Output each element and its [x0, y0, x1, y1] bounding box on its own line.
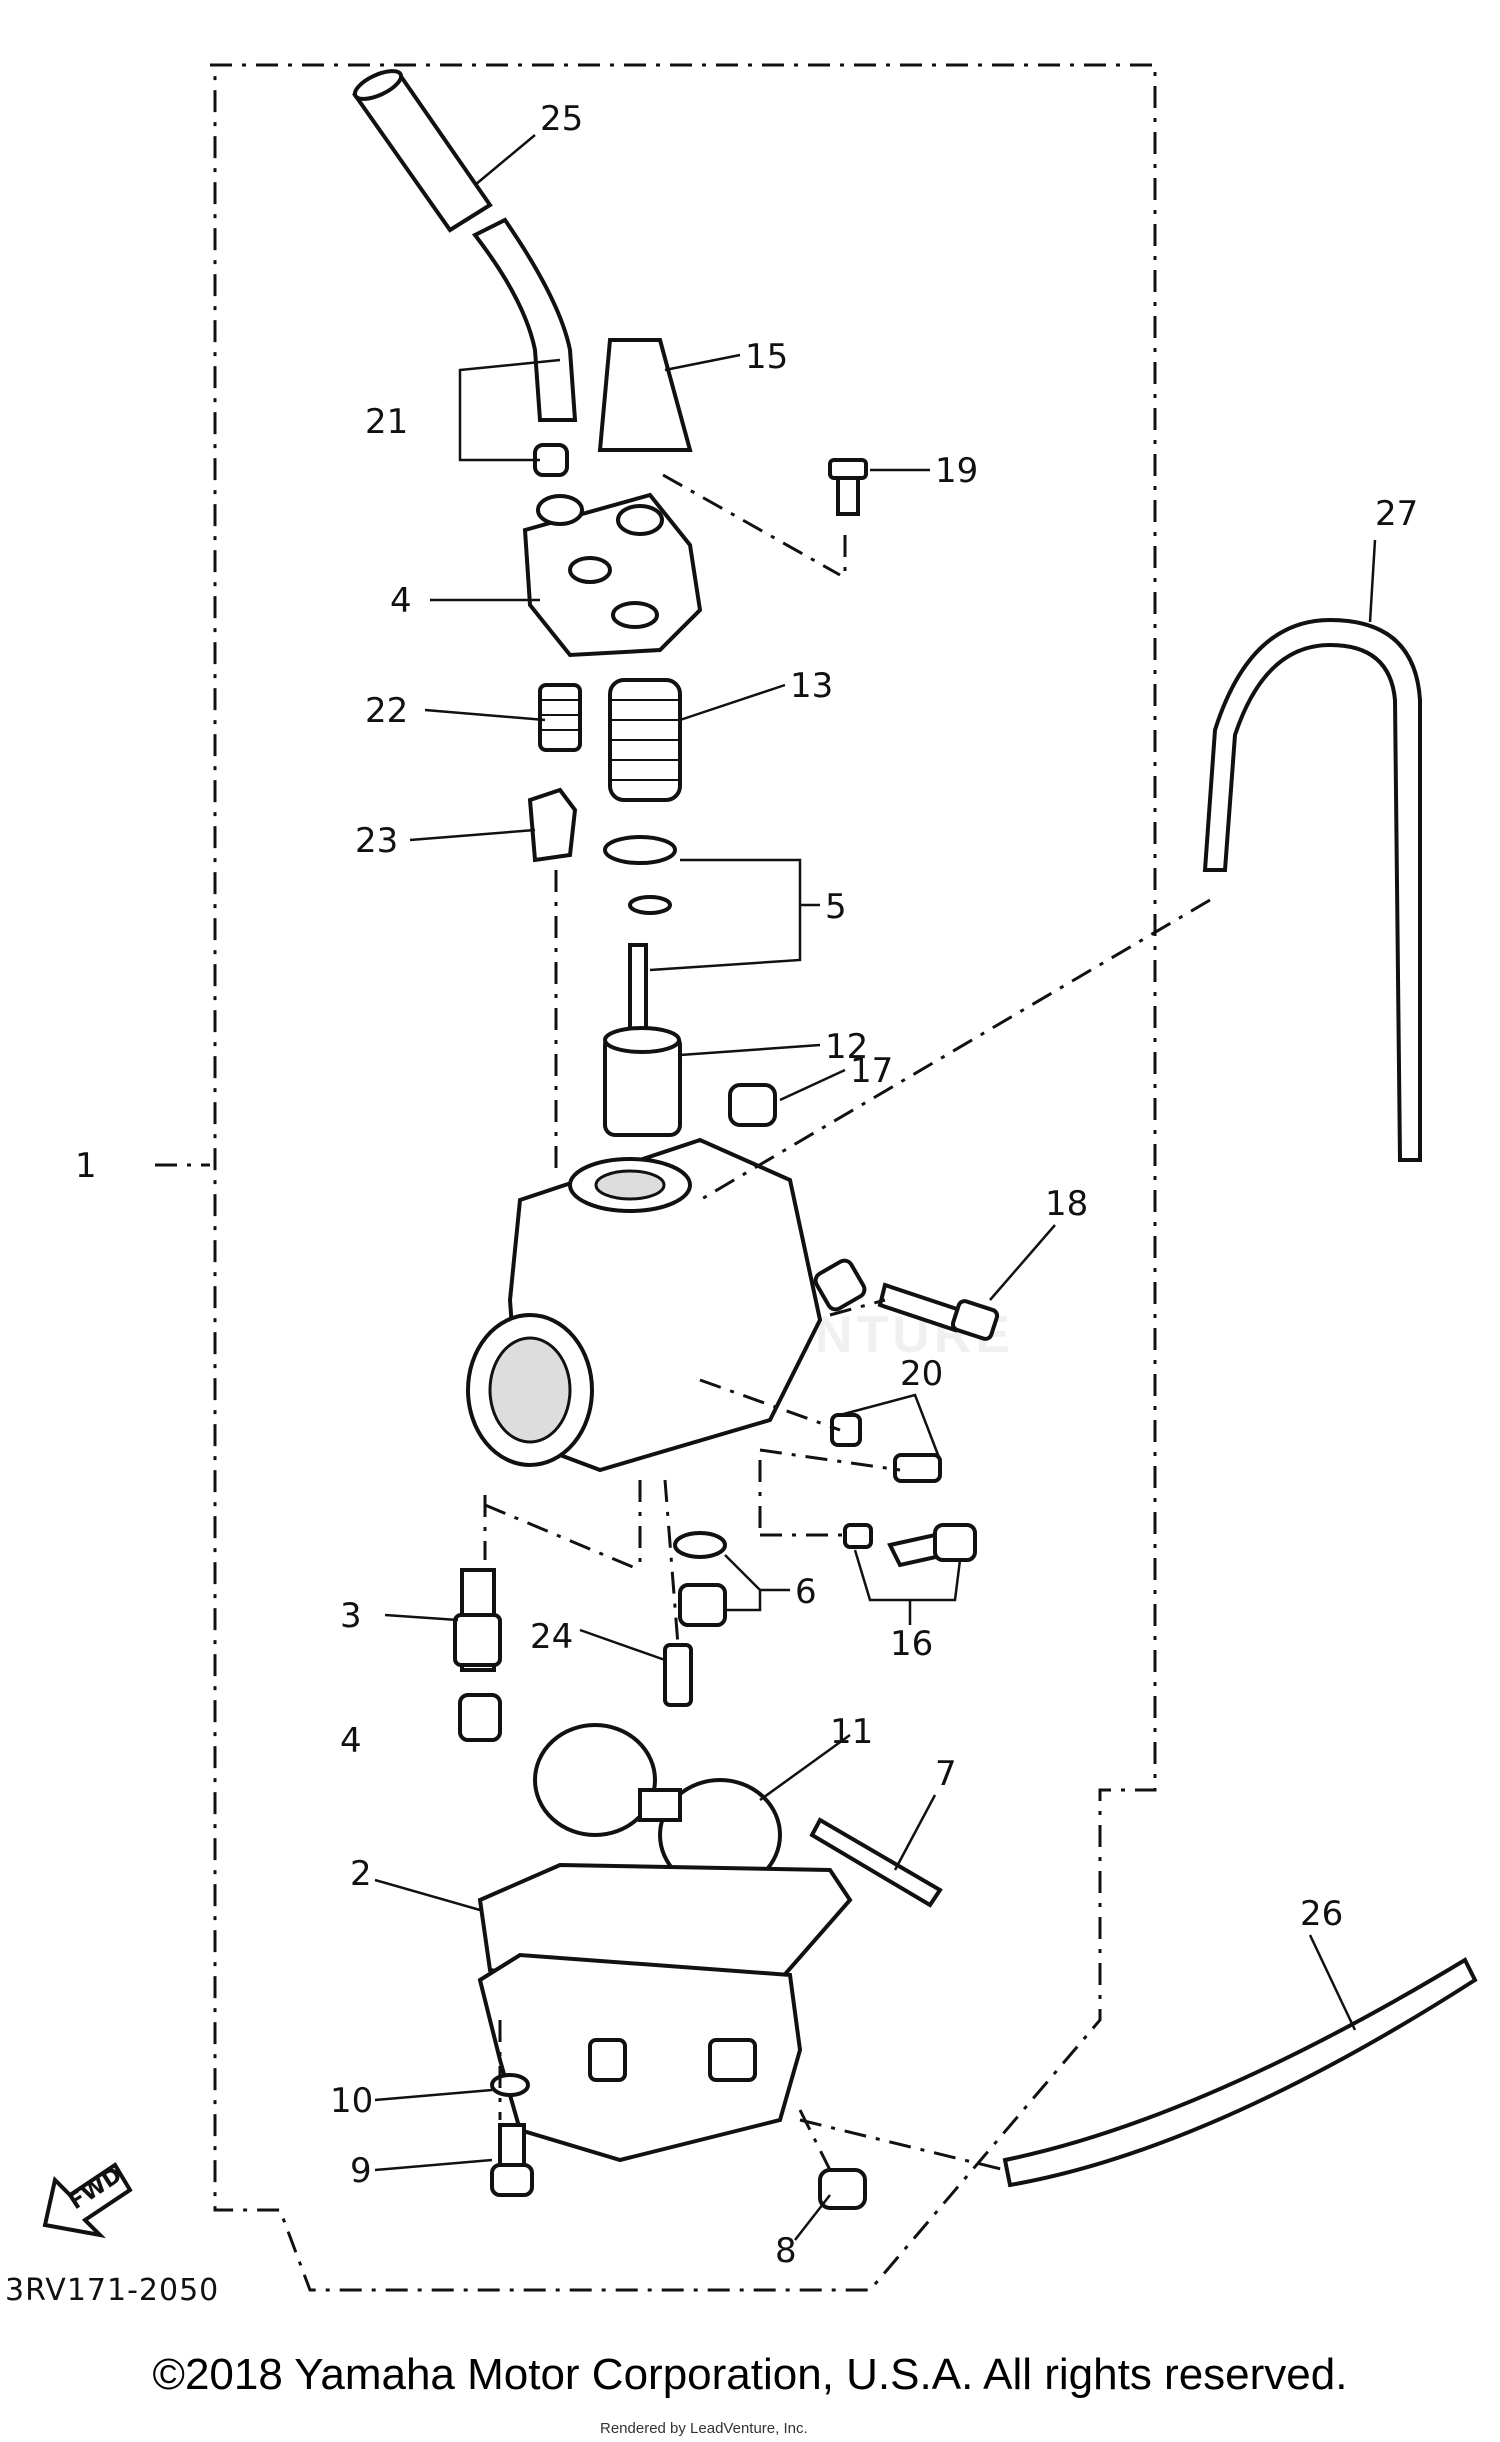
- rubber-cap: [597, 338, 693, 452]
- screw-19: [828, 458, 868, 516]
- throttle-cable-cover: [351, 69, 493, 233]
- callout-12: 12: [825, 1027, 868, 1067]
- plug-4-lower: [458, 1693, 502, 1742]
- callout-4: 4: [390, 581, 412, 621]
- callout-23: 23: [355, 821, 398, 861]
- needle-jet: [453, 1568, 502, 1672]
- callout-16: 16: [890, 1624, 933, 1664]
- render-credit: Rendered by LeadVenture, Inc.: [600, 2420, 808, 2437]
- starter-plunger: [527, 787, 578, 863]
- callout-27: 27: [1375, 494, 1418, 534]
- callout-5: 5: [825, 887, 847, 927]
- callout-19: 19: [935, 451, 978, 491]
- drawing-code: 3RV171-2050: [5, 2273, 219, 2308]
- callout-20: 20: [900, 1354, 943, 1394]
- cable-adjuster: [471, 217, 578, 477]
- callout-21: 21: [365, 402, 408, 442]
- callout-13: 13: [790, 666, 833, 706]
- bolt-18: [877, 1282, 1000, 1341]
- spring-22: [538, 683, 582, 752]
- callout-1: 1: [75, 1146, 97, 1186]
- callout-leaders: [374, 134, 1377, 2241]
- callout-labels: 25 15 21 19 4 27 22 13 23 5 12 17 1 18 2…: [75, 99, 1418, 2271]
- callout-2: 2: [350, 1854, 372, 1894]
- mixing-chamber-top: [522, 492, 703, 658]
- callout-17: 17: [850, 1051, 893, 1091]
- callout-3: 3: [340, 1596, 362, 1636]
- vent-hose-27: [1202, 617, 1422, 1162]
- callout-24: 24: [530, 1617, 573, 1657]
- throttle-stop-screw: [843, 1523, 977, 1568]
- assembly-boundary: [210, 63, 1157, 2292]
- callout-4-lower: 4: [340, 1721, 362, 1761]
- throttle-valve-spring: [608, 678, 682, 802]
- callout-10: 10: [330, 2081, 373, 2121]
- callout-18: 18: [1045, 1184, 1088, 1224]
- fwd-arrow-icon: FWD: [42, 2162, 133, 2239]
- clip-set: [603, 835, 677, 915]
- callout-7: 7: [935, 1754, 957, 1794]
- assembly-guides: [483, 473, 1211, 2172]
- pilot-screw-set: [830, 1413, 942, 1483]
- callout-26: 26: [1300, 1894, 1343, 1934]
- main-jet-set: [673, 1531, 727, 1627]
- callout-22: 22: [365, 691, 408, 731]
- callout-15: 15: [745, 337, 788, 377]
- carburetor-body: [466, 1137, 867, 1473]
- drain-hose-26: [1002, 1957, 1478, 2188]
- float-chamber: [477, 1952, 803, 2163]
- callout-25: 25: [540, 99, 583, 139]
- nut-17: [728, 1083, 777, 1127]
- callout-8: 8: [775, 2231, 797, 2271]
- throttle-valve: [603, 943, 682, 1137]
- callout-6: 6: [795, 1572, 817, 1612]
- callout-11: 11: [830, 1712, 873, 1752]
- washer-10: [490, 2073, 530, 2097]
- float-assembly: [533, 1723, 782, 1892]
- float-pin: [809, 1817, 943, 1908]
- screw-9: [490, 2123, 534, 2197]
- drain-screw-8: [818, 2168, 867, 2210]
- callout-9: 9: [350, 2151, 372, 2191]
- pilot-jet: [663, 1643, 693, 1707]
- copyright-notice: ©2018 Yamaha Motor Corporation, U.S.A. A…: [152, 2350, 1348, 2399]
